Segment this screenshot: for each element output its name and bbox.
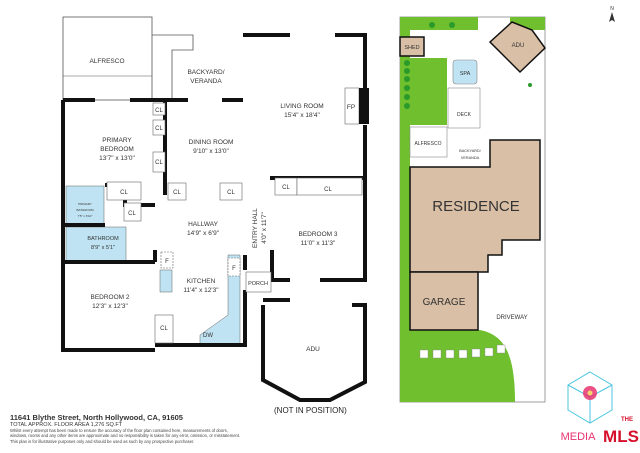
bathroom-label: BATHROOM — [87, 236, 119, 242]
svg-text:THE: THE — [621, 417, 633, 423]
kitchen-dim: 11'4" x 12'3" — [183, 287, 219, 294]
backyard-label-1: BACKYARD/ — [187, 69, 224, 76]
deck — [447, 87, 481, 129]
fridge-label: F — [165, 259, 169, 265]
dining-room-dim: 9'10" x 13'0" — [193, 148, 229, 155]
site-backyard-label-2: VERANDA — [461, 156, 480, 160]
closet-labels: CL CL CL CL CL CL CL CL CL CL F F — [120, 108, 332, 332]
dishwasher-label: DW — [203, 333, 213, 339]
primary-bathroom-area — [65, 185, 105, 227]
fireplace-label: FP — [347, 104, 355, 111]
alfresco-label: ALFRESCO — [89, 58, 124, 65]
closet-label: CL — [155, 108, 163, 114]
north-label: N — [610, 6, 614, 12]
shed-label: SHED — [404, 45, 419, 51]
site-adu-label: ADU — [512, 43, 525, 49]
site-backyard-label-1: BACKYARD/ — [459, 149, 482, 153]
bedroom-2-label: BEDROOM 2 — [90, 294, 129, 301]
primary-bathroom-label-2: BATHROOM — [76, 208, 94, 212]
main-floor-plan — [61, 16, 369, 402]
closet-label: CL — [282, 185, 290, 191]
residence-label: RESIDENCE — [432, 198, 520, 215]
lawn — [400, 17, 545, 402]
disclaimer-1: Whilst every attempt has been made to en… — [10, 428, 228, 433]
spa — [452, 59, 478, 85]
svg-text:MEDIA: MEDIA — [561, 431, 597, 443]
alfresco-area — [62, 16, 153, 101]
closet-label: CL — [155, 126, 163, 132]
site-plan: SHED ADU SPA DECK ALFRESCO BACKYARD/ VER… — [399, 6, 615, 403]
porch-label: PORCH — [248, 281, 268, 287]
closet-label: CL — [128, 211, 136, 217]
not-in-position-note: (NOT IN POSITION) — [274, 406, 347, 415]
garage-label: GARAGE — [423, 297, 466, 308]
bathroom-dim: 8'9" x 5'1" — [91, 245, 115, 251]
kitchen-counter-left — [159, 269, 173, 293]
the-mls-logo: MEDIA MLS THE — [561, 371, 639, 446]
svg-text:MLS: MLS — [603, 427, 639, 446]
primary-bathroom-dim: 7'5" x 6'10" — [78, 214, 93, 218]
fridge-label: F — [232, 266, 236, 272]
porch-area — [245, 271, 272, 293]
disclaimer-3: This plan is for illustrative purposes o… — [10, 438, 195, 444]
footer: 11641 Blythe Street, North Hollywood, CA… — [10, 413, 310, 444]
kitchen-label: KITCHEN — [187, 278, 216, 285]
total-area: TOTAL APPROX. FLOOR AREA 1,276 SQ.FT — [10, 422, 123, 428]
bedroom-2-dim: 12'3" x 12'3" — [92, 303, 128, 310]
spa-label: SPA — [460, 71, 471, 77]
room-labels: ALFRESCO BACKYARD/ VERANDA LIVING ROOM 1… — [76, 58, 355, 353]
backyard-veranda-area — [152, 34, 194, 100]
closet-label: CL — [227, 190, 235, 196]
backyard-label-2: VERANDA — [190, 78, 222, 85]
bathroom-area — [65, 226, 127, 262]
primary-bedroom-label-1: PRIMARY — [102, 137, 132, 144]
north-arrow: N — [609, 6, 615, 22]
closet-label: CL — [173, 190, 181, 196]
hallway-label: HALLWAY — [188, 221, 219, 228]
primary-bedroom-label-2: BEDROOM — [100, 146, 134, 153]
closets — [106, 102, 363, 344]
entry-hall-label: ENTRY HALL — [252, 208, 259, 248]
shed — [399, 36, 425, 57]
entry-hall-dim: 4'0" x 11'7" — [261, 212, 268, 244]
driveway-label: DRIVEWAY — [496, 315, 527, 321]
closet-label: CL — [324, 187, 332, 193]
adu-label: ADU — [306, 346, 320, 353]
site-alfresco-label: ALFRESCO — [415, 141, 442, 147]
closet-label: CL — [120, 190, 128, 196]
dining-room-label: DINING ROOM — [189, 139, 234, 146]
primary-bathroom-label-1: PRIMARY — [78, 202, 92, 206]
disclaimer-2: windows, rooms and any other items are a… — [10, 433, 241, 439]
living-room-label: LIVING ROOM — [280, 103, 323, 110]
address: 11641 Blythe Street, North Hollywood, CA… — [10, 413, 183, 422]
primary-bedroom-dim: 13'7" x 13'0" — [99, 155, 135, 162]
site-alfresco — [409, 126, 448, 158]
adu-building — [261, 298, 367, 402]
garage — [409, 271, 479, 331]
hallway-dim: 14'9" x 6'9" — [187, 230, 220, 237]
stepping-stones — [419, 344, 506, 359]
bedroom-3-label: BEDROOM 3 — [298, 231, 337, 238]
closet-label: CL — [155, 160, 163, 166]
deck-label: DECK — [457, 112, 472, 118]
bedroom-3-dim: 11'0" x 11'3" — [301, 240, 336, 247]
site-adu — [488, 21, 546, 74]
living-room-dim: 15'4" x 18'4" — [284, 112, 320, 119]
closet-label: CL — [160, 326, 168, 332]
shrubs — [404, 22, 532, 109]
